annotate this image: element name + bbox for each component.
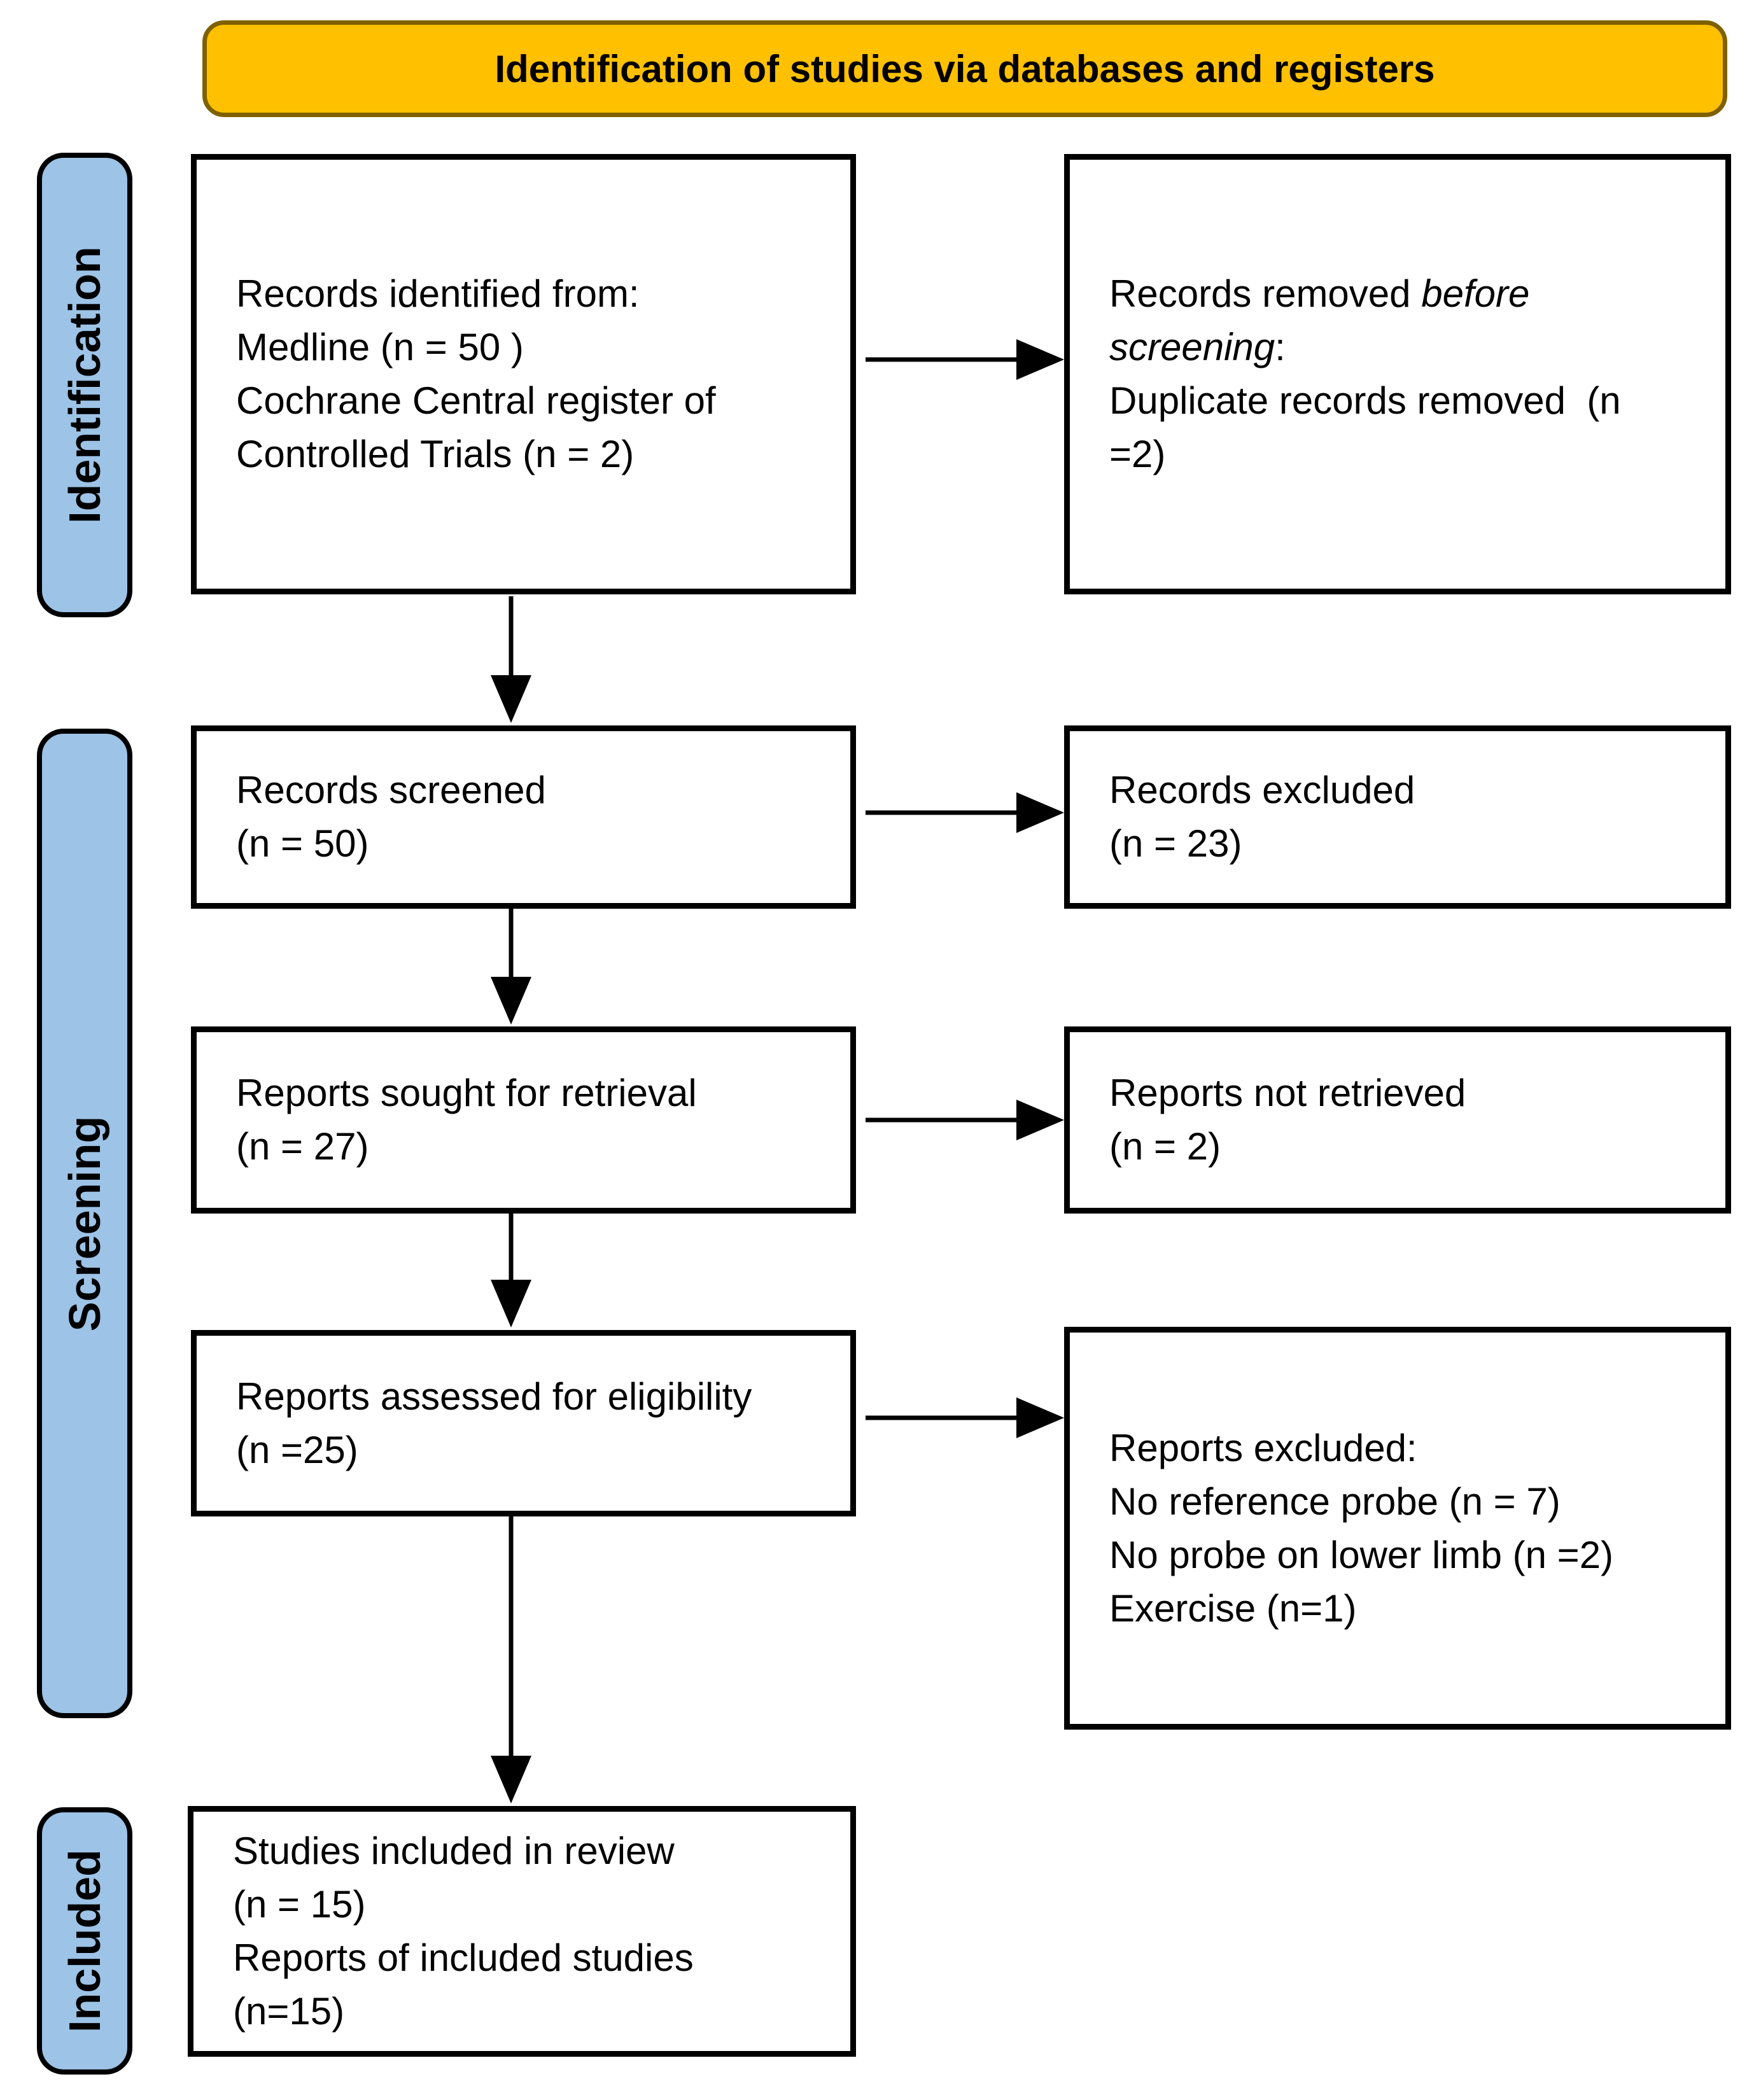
stage-label-included: Included <box>37 1807 132 2075</box>
text-line: Reports assessed for eligibility <box>236 1375 752 1418</box>
text-line: (n = 50) <box>236 822 369 865</box>
stage-label-identification: Identification <box>37 153 132 617</box>
text-line: (n=15) <box>233 1990 345 2033</box>
box-reports-not-retrieved: Reports not retrieved (n = 2) <box>1064 1026 1731 1214</box>
arrow-identified-to-removed <box>866 339 1064 380</box>
header-title: Identification of studies via databases … <box>495 47 1435 90</box>
arrow-identified-to-screened <box>491 596 531 723</box>
text-line: Reports excluded: <box>1109 1426 1417 1469</box>
arrow-sought-to-assessed <box>491 1214 531 1327</box>
arrow-assessed-to-included <box>491 1516 531 1803</box>
text-line: No reference probe (n = 7) <box>1109 1480 1561 1523</box>
text-line: Exercise (n=1) <box>1109 1586 1357 1630</box>
arrow-sought-to-not-retrieved <box>866 1100 1064 1140</box>
box-records-excluded: Records excluded (n = 23) <box>1064 725 1731 909</box>
text-line: Records identified from: <box>236 272 640 315</box>
text-line: Duplicate records removed (n <box>1109 379 1621 422</box>
text-line: Medline (n = 50 ) <box>236 326 524 368</box>
arrow-screened-to-sought <box>491 909 531 1025</box>
box-studies-included: Studies included in review (n = 15) Repo… <box>188 1806 856 2057</box>
text-line: Records screened <box>236 769 546 811</box>
header-banner: Identification of studies via databases … <box>202 20 1727 117</box>
box-records-identified: Records identified from: Medline (n = 50… <box>191 154 856 594</box>
arrow-assessed-to-excluded <box>866 1397 1064 1438</box>
box-reports-excluded: Reports excluded: No reference probe (n … <box>1064 1327 1731 1730</box>
text-line: (n = 23) <box>1109 822 1242 865</box>
stage-label-screening: Screening <box>37 729 132 1718</box>
arrow-screened-to-excluded <box>866 792 1064 833</box>
box-records-screened: Records screened (n = 50) <box>191 725 856 909</box>
box-reports-sought-for-retrieval: Reports sought for retrieval (n = 27) <box>191 1026 856 1214</box>
box-records-removed-before-screening: Records removed before screening: Duplic… <box>1064 154 1731 594</box>
text-line: (n =25) <box>236 1428 358 1471</box>
text-line: Reports not retrieved <box>1109 1072 1466 1114</box>
text-line: Studies included in review <box>233 1830 675 1872</box>
text-line: Reports of included studies <box>233 1936 694 1979</box>
text-line: (n = 15) <box>233 1883 366 1926</box>
text-line: Reports sought for retrieval <box>236 1072 697 1114</box>
text-line: =2) <box>1109 433 1166 475</box>
box-reports-assessed-for-eligibility: Reports assessed for eligibility (n =25) <box>191 1330 856 1516</box>
text-line: No probe on lower limb (n =2) <box>1109 1533 1614 1576</box>
text-line: (n = 27) <box>236 1125 369 1168</box>
text-line: screening: <box>1109 326 1286 368</box>
text-line: Controlled Trials (n = 2) <box>236 433 635 475</box>
text-line: Records removed before <box>1109 272 1530 315</box>
text-line: Records excluded <box>1109 769 1415 811</box>
text-line: (n = 2) <box>1109 1125 1221 1168</box>
text-line: Cochrane Central register of <box>236 379 716 422</box>
